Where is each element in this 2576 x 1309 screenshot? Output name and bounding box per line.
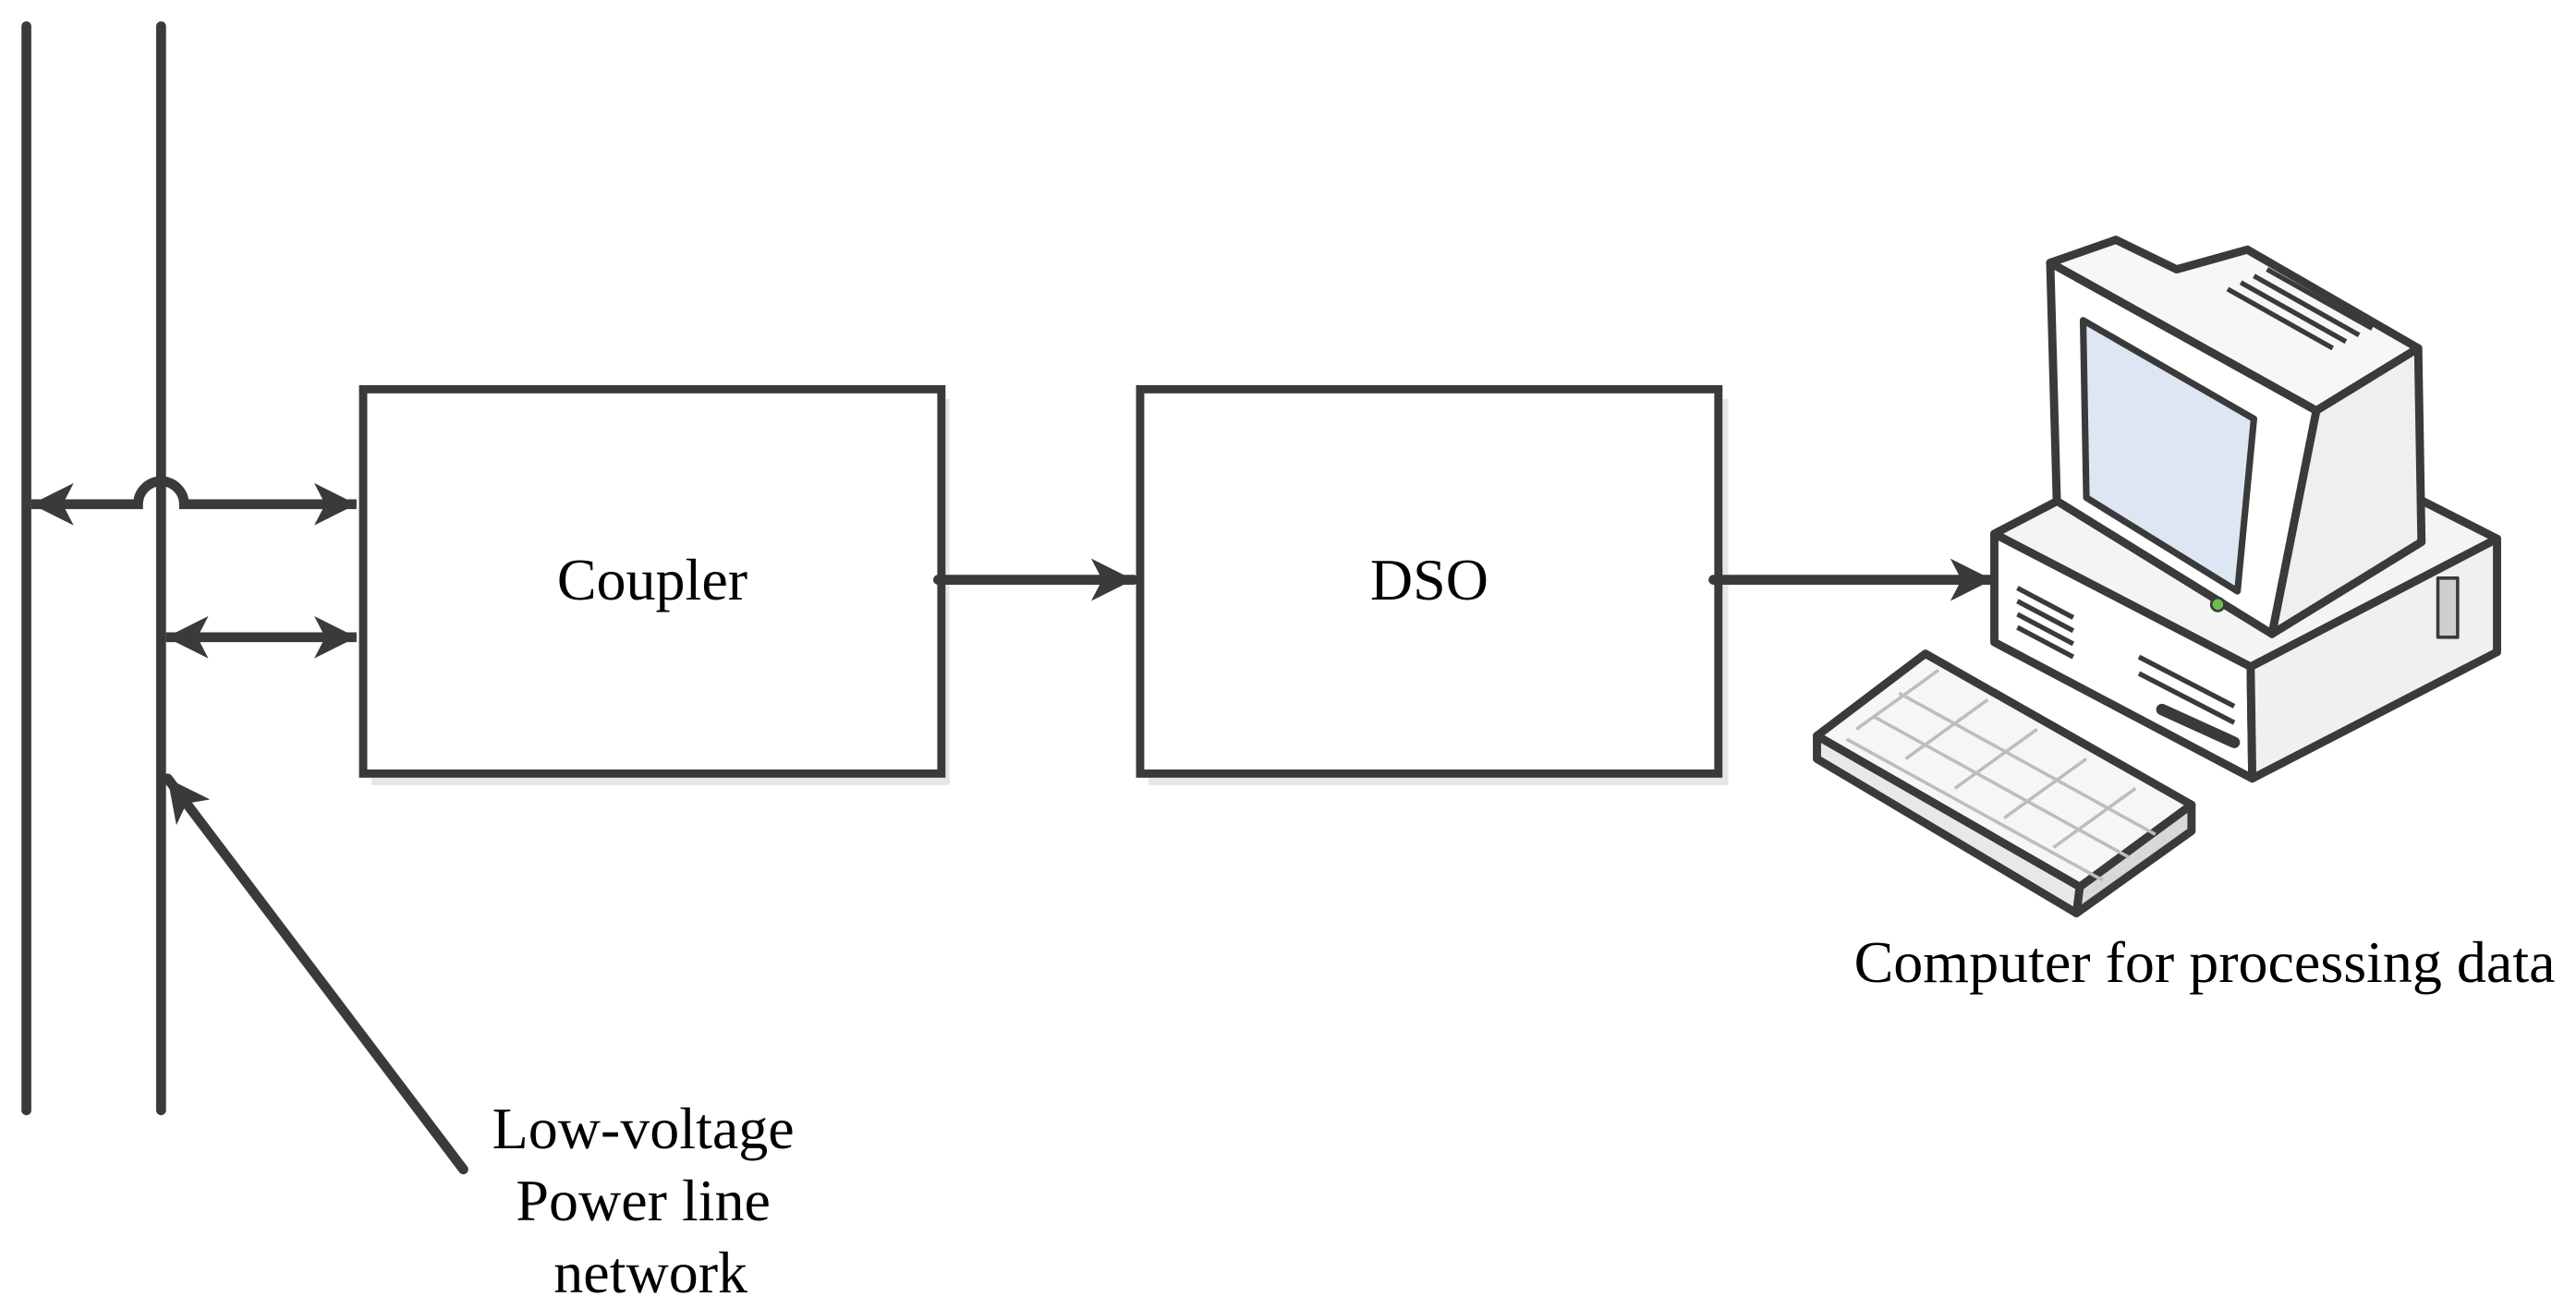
dso-label: DSO: [1370, 547, 1488, 612]
computer-label: Computer for processing data: [1854, 929, 2556, 995]
keyboard-icon: [1813, 649, 2196, 917]
coupler-block: [358, 384, 946, 778]
desktop-computer-icon: [1990, 236, 2501, 783]
coupler-to-line-upper-arrow: [30, 476, 357, 526]
dso-block: [1136, 384, 1723, 778]
network-pointer-arrow: [163, 773, 468, 1175]
network-label: Low-voltage Power line network: [492, 1096, 809, 1305]
network-label-line-1: Low-voltage: [492, 1096, 795, 1161]
coupler-label: Coupler: [557, 547, 747, 612]
network-label-line-3: network: [553, 1240, 747, 1305]
network-label-line-2: Power line: [516, 1168, 771, 1233]
